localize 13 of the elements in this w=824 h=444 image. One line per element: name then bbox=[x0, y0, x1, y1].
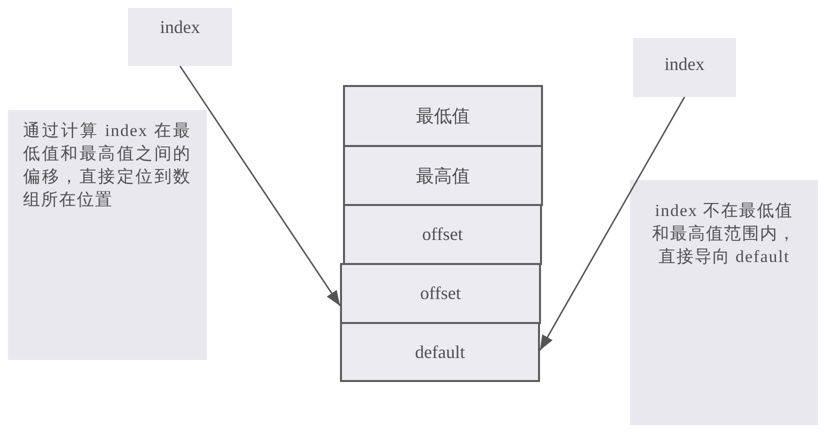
note-text: index 不在最低值和最高值范围内，直接导向 default bbox=[651, 200, 797, 268]
array-cell: 最低值 bbox=[343, 85, 543, 147]
array-cell: default bbox=[340, 322, 540, 382]
index-box: index bbox=[633, 38, 736, 97]
array-cell: offset bbox=[343, 204, 542, 265]
note-text: 通过计算 index 在最低值和最高值之间的偏移，直接定位到数组所在位置 bbox=[23, 120, 191, 211]
arrow bbox=[539, 96, 686, 351]
array-cell: offset bbox=[340, 263, 541, 324]
note-box bbox=[8, 110, 207, 360]
note-box bbox=[630, 180, 818, 425]
array-cell: 最高值 bbox=[343, 145, 543, 206]
arrow bbox=[179, 66, 341, 306]
index-box: index bbox=[128, 8, 232, 66]
